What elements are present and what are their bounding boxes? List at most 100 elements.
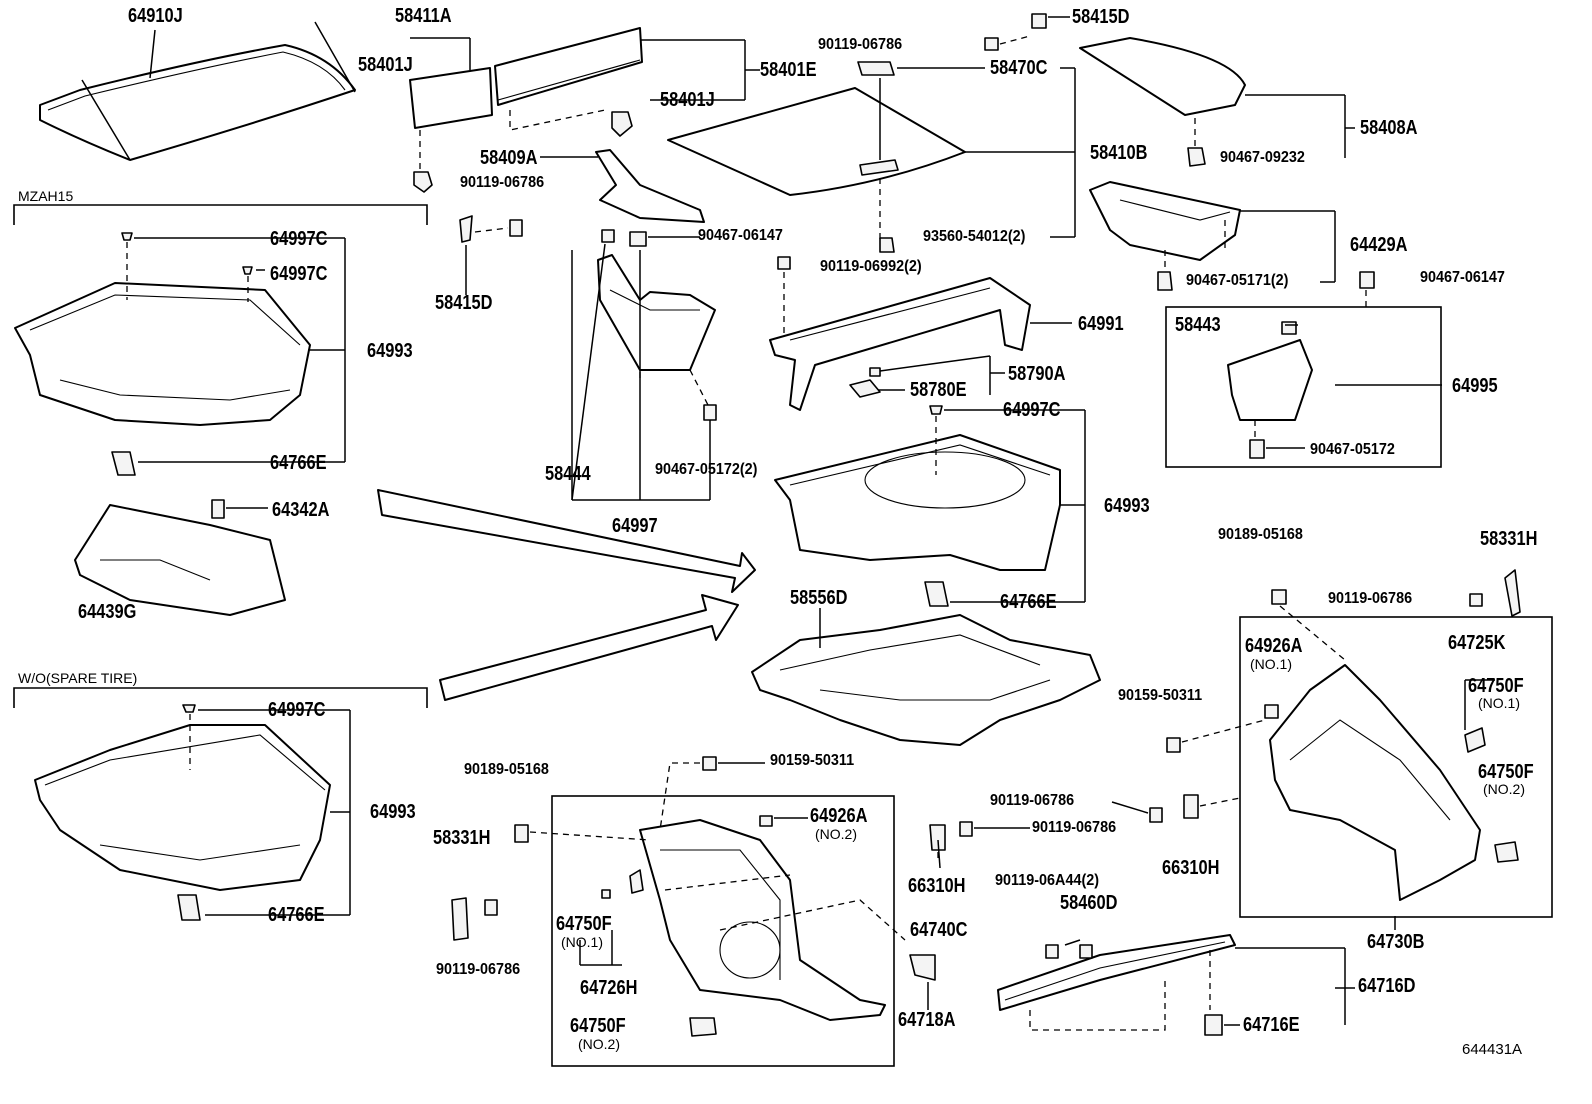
label-64926a-no1-sub: (NO.1) xyxy=(1250,656,1292,672)
label-64997c-1[interactable]: 64997C xyxy=(270,228,328,250)
label-58410b[interactable]: 58410B xyxy=(1090,142,1148,164)
group-label-wo-spare: W/O(SPARE TIRE) xyxy=(18,670,138,686)
label-58409a[interactable]: 58409A xyxy=(480,147,538,169)
part-64730b-drawing xyxy=(1111,569,1521,901)
label-64991[interactable]: 64991 xyxy=(1078,313,1124,335)
label-64926a-no2-sub: (NO.2) xyxy=(815,826,857,842)
label-64766e-3[interactable]: 64766E xyxy=(268,904,325,926)
label-64997c-mid[interactable]: 64997C xyxy=(1003,399,1061,421)
label-64926a-no2[interactable]: 64926A xyxy=(810,805,868,827)
label-64730b[interactable]: 64730B xyxy=(1367,931,1425,953)
group-label-mzah15: MZAH15 xyxy=(18,188,74,204)
label-58408a[interactable]: 58408A xyxy=(1360,117,1418,139)
part-64991-drawing xyxy=(769,256,1072,411)
label-90467-06147-right[interactable]: 90467-06147 xyxy=(1420,269,1505,286)
label-90467-09232[interactable]: 90467-09232 xyxy=(1220,149,1305,166)
label-90119-06786-left[interactable]: 90119-06786 xyxy=(460,174,545,191)
group-box-64730b xyxy=(1239,616,1553,918)
part-64995-drawing xyxy=(1227,271,1375,459)
label-66310h-right[interactable]: 66310H xyxy=(1162,857,1220,879)
label-64725k[interactable]: 64725K xyxy=(1448,632,1506,654)
part-58410b-drawing xyxy=(667,13,1076,253)
label-64750f-no2-left-sub: (NO.2) xyxy=(578,1036,620,1052)
label-90159-50311-right[interactable]: 90159-50311 xyxy=(1118,687,1203,704)
label-90119-06786-right[interactable]: 90119-06786 xyxy=(1328,590,1413,607)
part-64993-wo-spare-drawing xyxy=(34,704,351,921)
label-58470c[interactable]: 58470C xyxy=(990,57,1048,79)
label-64910j[interactable]: 64910J xyxy=(128,5,183,27)
label-58460d[interactable]: 58460D xyxy=(1060,892,1118,914)
label-64766e-center[interactable]: 64766E xyxy=(1000,591,1057,613)
label-90119-06786-left-bottom[interactable]: 90119-06786 xyxy=(436,961,521,978)
label-64766e-1[interactable]: 64766E xyxy=(270,452,327,474)
label-64342a[interactable]: 64342A xyxy=(272,499,330,521)
group-bracket-wo-spare xyxy=(13,687,428,708)
label-64997c-2[interactable]: 64997C xyxy=(270,263,328,285)
label-58401j-right[interactable]: 58401J xyxy=(660,89,715,111)
label-58401e[interactable]: 58401E xyxy=(760,59,817,81)
label-64716d[interactable]: 64716D xyxy=(1358,975,1416,997)
label-64726h[interactable]: 64726H xyxy=(580,977,638,999)
label-64718a[interactable]: 64718A xyxy=(898,1009,956,1031)
label-58401j-left[interactable]: 58401J xyxy=(358,54,413,76)
label-64995[interactable]: 64995 xyxy=(1452,375,1498,397)
label-90189-05168-left[interactable]: 90189-05168 xyxy=(464,761,549,778)
label-90119-06786-center-2[interactable]: 90119-06786 xyxy=(1032,819,1117,836)
label-58331h-left[interactable]: 58331H xyxy=(433,827,491,849)
part-64439g-drawing xyxy=(74,499,286,616)
label-64993-wo-spare[interactable]: 64993 xyxy=(370,801,416,823)
label-90119-06a44[interactable]: 90119-06A44(2) xyxy=(995,872,1100,889)
label-93560-54012[interactable]: 93560-54012(2) xyxy=(923,228,1026,245)
label-64716e[interactable]: 64716E xyxy=(1243,1014,1300,1036)
label-90467-06147-mid[interactable]: 90467-06147 xyxy=(698,227,783,244)
label-90119-06992[interactable]: 90119-06992(2) xyxy=(820,258,922,275)
label-90467-05172-right[interactable]: 90467-05172 xyxy=(1310,441,1395,458)
label-90467-05171[interactable]: 90467-05171(2) xyxy=(1186,272,1289,289)
label-64750f-no2-right-sub: (NO.2) xyxy=(1483,781,1525,797)
label-64740c[interactable]: 64740C xyxy=(910,919,968,941)
label-90119-06786-center-1[interactable]: 90119-06786 xyxy=(990,792,1075,809)
part-64716d-drawing xyxy=(997,934,1355,1036)
group-box-64995 xyxy=(1165,306,1442,468)
part-64993-center-drawing xyxy=(774,405,1086,607)
label-66310h-left[interactable]: 66310H xyxy=(908,875,966,897)
label-64439g[interactable]: 64439G xyxy=(78,601,137,623)
label-58415d-left[interactable]: 58415D xyxy=(435,292,493,314)
label-64750f-no2-right[interactable]: 64750F xyxy=(1478,761,1534,783)
label-90119-06786-top[interactable]: 90119-06786 xyxy=(818,36,903,53)
label-58556d[interactable]: 58556D xyxy=(790,587,848,609)
label-58411a[interactable]: 58411A xyxy=(395,5,452,27)
label-90467-05172-2[interactable]: 90467-05172(2) xyxy=(655,461,758,478)
part-58409a-drawing xyxy=(459,149,705,295)
flow-arrows xyxy=(377,489,756,701)
part-58408a-drawing xyxy=(1079,37,1355,167)
part-64997-drawing xyxy=(571,229,717,501)
label-64750f-no1-left[interactable]: 64750F xyxy=(556,913,612,935)
label-64750f-no2-left[interactable]: 64750F xyxy=(570,1015,626,1037)
part-64993-mzah15-drawing xyxy=(14,232,346,476)
label-64993-mzah15[interactable]: 64993 xyxy=(367,340,413,362)
label-58780e[interactable]: 58780E xyxy=(910,379,967,401)
label-58415d-top[interactable]: 58415D xyxy=(1072,6,1130,28)
label-90189-05168-right[interactable]: 90189-05168 xyxy=(1218,526,1303,543)
label-64750f-no1-left-sub: (NO.1) xyxy=(561,934,603,950)
label-90159-50311-left[interactable]: 90159-50311 xyxy=(770,752,855,769)
group-bracket-mzah15 xyxy=(13,204,428,225)
label-64997c-3[interactable]: 64997C xyxy=(268,699,326,721)
label-58790a[interactable]: 58790A xyxy=(1008,363,1066,385)
label-64429a[interactable]: 64429A xyxy=(1350,234,1408,256)
label-64926a-no1[interactable]: 64926A xyxy=(1245,635,1303,657)
label-58443[interactable]: 58443 xyxy=(1175,314,1221,336)
part-64740c-drawing xyxy=(451,756,1030,1037)
part-58556d-drawing xyxy=(751,608,1101,746)
part-64910j-drawing xyxy=(39,21,356,161)
label-64993-center[interactable]: 64993 xyxy=(1104,495,1150,517)
label-64997[interactable]: 64997 xyxy=(612,515,658,537)
diagram-reference-number: 644431A xyxy=(1462,1041,1523,1058)
label-64750f-no1-right-sub: (NO.1) xyxy=(1478,695,1520,711)
label-64750f-no1-right[interactable]: 64750F xyxy=(1468,675,1524,697)
label-58331h-right[interactable]: 58331H xyxy=(1480,528,1538,550)
label-58444[interactable]: 58444 xyxy=(545,463,591,485)
